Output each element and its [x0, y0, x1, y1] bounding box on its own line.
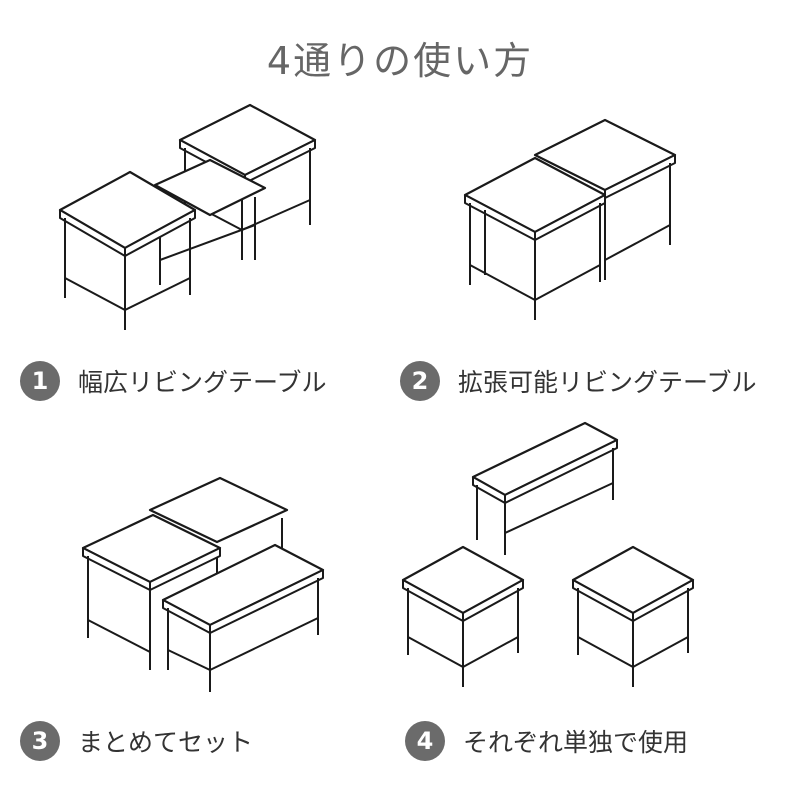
- caption-4: 4 それぞれ単独で使用: [405, 718, 688, 764]
- long-table: [161, 543, 325, 692]
- caption-label-3: まとめてセット: [78, 728, 254, 757]
- caption-label-2: 拡張可能リビングテーブル: [458, 368, 757, 397]
- caption-label-1: 幅広リビングテーブル: [78, 368, 327, 397]
- left-side-table: [401, 545, 525, 687]
- caption-label-4: それぞれ単独で使用: [463, 728, 689, 757]
- right-side-table: [571, 545, 695, 687]
- number-badge-1: 1: [20, 361, 60, 401]
- number-badge-2: 2: [400, 361, 440, 401]
- left-side-table: [463, 156, 607, 320]
- illustration-separate-use: [401, 421, 695, 687]
- number-badge-3: 3: [20, 721, 60, 761]
- page-title: 4通りの使い方: [266, 39, 534, 83]
- caption-3: 3 まとめてセット: [20, 718, 253, 764]
- number-badge-4: 4: [405, 721, 445, 761]
- illustration-expandable-table: [463, 118, 677, 320]
- caption-1: 1 幅広リビングテーブル: [20, 358, 327, 404]
- front-side-table: [58, 170, 197, 330]
- right-side-table: [533, 118, 677, 280]
- long-table: [471, 421, 619, 555]
- front-side-table: [81, 513, 222, 670]
- caption-2: 2 拡張可能リビングテーブル: [400, 358, 757, 404]
- illustration-wide-table: [58, 103, 317, 330]
- illustration-stored-set: [81, 476, 325, 692]
